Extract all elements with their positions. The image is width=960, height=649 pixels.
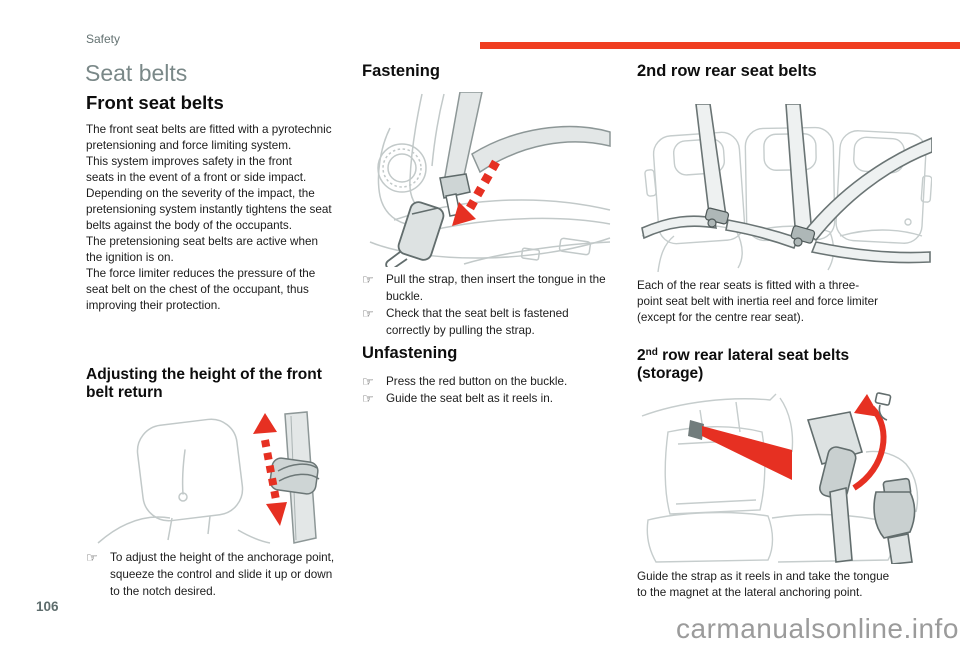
rear-seats-belts-illustration xyxy=(640,104,932,272)
pointer-hand-icon: ☞ xyxy=(86,550,98,565)
belt-height-adjuster-knob xyxy=(269,457,320,495)
belt-buckle xyxy=(385,201,445,267)
lateral-belt-storage-illustration xyxy=(640,392,932,564)
rear-seat-belts-heading: 2nd row rear seat belts xyxy=(637,62,817,80)
instruction-text: Check that the seat belt is fastened cor… xyxy=(386,307,569,337)
pointer-hand-icon: ☞ xyxy=(362,272,374,287)
chapter-label: Safety xyxy=(86,32,121,46)
lateral-belts-caption: Guide the strap as it reels in and take … xyxy=(637,570,890,599)
adjust-height-heading: Adjusting the height of the front belt r… xyxy=(86,366,322,401)
instruction-bullet: ☞ Press the red button on the buckle. xyxy=(362,373,630,390)
instruction-text: To adjust the height of the anchorage po… xyxy=(110,551,335,598)
pointer-hand-icon: ☞ xyxy=(362,391,374,406)
red-callout-beam xyxy=(702,426,792,480)
belt-tongue xyxy=(439,173,471,217)
fastening-buckle-illustration xyxy=(364,92,612,267)
heading-ordinal: nd xyxy=(645,347,658,358)
accent-bar xyxy=(480,42,960,49)
pointer-hand-icon: ☞ xyxy=(362,374,374,389)
adjust-instruction: ☞ To adjust the height of the anchorage … xyxy=(86,549,376,600)
red-up-down-arrow-icon xyxy=(253,413,287,526)
heading-rest: row rear lateral seat belts xyxy=(657,347,850,364)
instruction-bullet: ☞ Check that the seat belt is fastened c… xyxy=(362,305,630,339)
lateral-belts-heading: 2nd row rear lateral seat belts (storage… xyxy=(637,344,937,383)
instruction-bullet: ☞ Guide the seat belt as it reels in. xyxy=(362,390,630,407)
red-swing-arrow-icon xyxy=(852,394,887,491)
pointer-hand-icon: ☞ xyxy=(362,306,374,321)
rear-belt-buckles xyxy=(704,207,816,247)
fastening-instructions: ☞ Pull the strap, then insert the tongue… xyxy=(362,271,630,339)
belt-tongue-small xyxy=(874,392,892,421)
heading-line2: (storage) xyxy=(637,365,704,382)
shoulder-belt xyxy=(443,92,611,183)
rear-seat-belts-straps xyxy=(641,104,932,264)
site-watermark: carmanualsonline.info xyxy=(676,613,959,644)
section-title: Seat belts xyxy=(85,60,188,86)
red-insert-arrow-icon xyxy=(452,159,500,226)
anchor-bracket xyxy=(688,420,704,440)
lateral-anchor-buckle xyxy=(873,477,916,564)
headrest-belt-adjuster-illustration xyxy=(88,410,338,546)
stored-buckle xyxy=(806,411,863,563)
subsection-title: Front seat belts xyxy=(86,92,224,113)
unfastening-instructions: ☞ Press the red button on the buckle. ☞ … xyxy=(362,373,630,407)
instruction-bullet: ☞ Pull the strap, then insert the tongue… xyxy=(362,271,630,305)
instruction-text: Guide the seat belt as it reels in. xyxy=(386,392,553,405)
heading-number: 2 xyxy=(637,347,646,364)
instruction-text: Pull the strap, then insert the tongue i… xyxy=(386,273,606,303)
fastening-heading: Fastening xyxy=(362,62,440,80)
unfastening-heading: Unfastening xyxy=(362,344,458,362)
instruction-text: Press the red button on the buckle. xyxy=(386,375,568,388)
page-number: 106 xyxy=(36,599,59,614)
rear-seat-belts-caption: Each of the rear seats is fitted with a … xyxy=(637,279,879,324)
front-seat-belts-body: The front seat belts are fitted with a p… xyxy=(86,123,332,312)
